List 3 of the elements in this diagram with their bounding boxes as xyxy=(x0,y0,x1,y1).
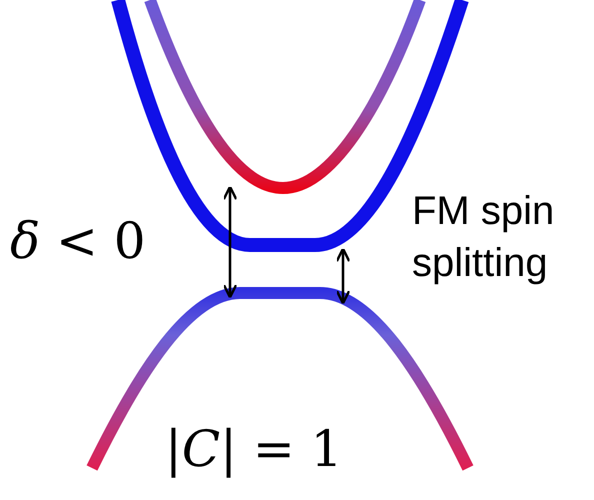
chern-number-label: |C| = 1 xyxy=(165,420,342,478)
splitting-label: FM spin splitting xyxy=(412,188,556,287)
gap-label: δ < 0 xyxy=(10,212,146,270)
